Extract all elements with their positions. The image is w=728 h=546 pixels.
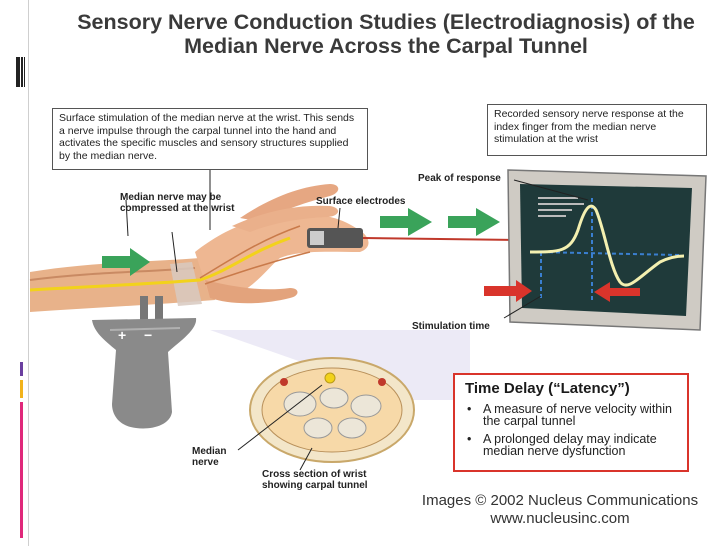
surface-electrodes-label: Surface electrodes [316,196,406,207]
median-nerve-label: Median nerve [192,446,227,468]
oscilloscope-monitor [484,169,707,331]
probe-plus-sign: + [118,327,127,343]
peak-of-response-label: Peak of response [418,173,501,184]
probe-minus-sign: − [144,327,153,343]
recorded-response-callout: Recorded sensory nerve response at the i… [487,104,707,156]
credit-line-1: Images © 2002 Nucleus Communications [421,492,699,509]
impulse-arrows [102,208,500,276]
stimulation-time-label: Stimulation time [412,321,490,332]
cross-section-label: Cross section of wrist showing carpal tu… [262,469,368,491]
credit-url: www.nucleusinc.com [490,510,630,527]
surface-electrodes [307,228,521,248]
latency-bullet: A measure of nerve velocity within the c… [465,403,677,428]
margin-decor [16,57,25,538]
latency-heading: Time Delay (“Latency”) [465,380,630,397]
stimulation-text: Surface stimulation of the median nerve … [59,112,355,162]
image-credit: Images © 2002 Nucleus Communications www… [405,492,715,528]
stimulation-callout: Surface stimulation of the median nerve … [52,108,368,170]
leader-lines [125,170,589,471]
latency-box: Time Delay (“Latency”) A measure of nerv… [453,373,689,472]
title-line-2: Median Nerve Across the Carpal Tunnel [184,34,588,58]
recorded-response-text: Recorded sensory nerve response at the i… [494,108,684,145]
title-line-1: Sensory Nerve Conduction Studies (Electr… [77,10,695,34]
latency-bullet: A prolonged delay may indicate median ne… [465,433,677,458]
stimulator-probe [92,296,197,429]
slide-title: Sensory Nerve Conduction Studies (Electr… [44,10,728,58]
compressed-nerve-label: Median nerve may be compressed at the wr… [120,192,235,214]
wrist-cross-section [210,330,470,463]
left-margin-rule [28,0,29,546]
latency-bullet-list: A measure of nerve velocity within the c… [465,403,677,458]
